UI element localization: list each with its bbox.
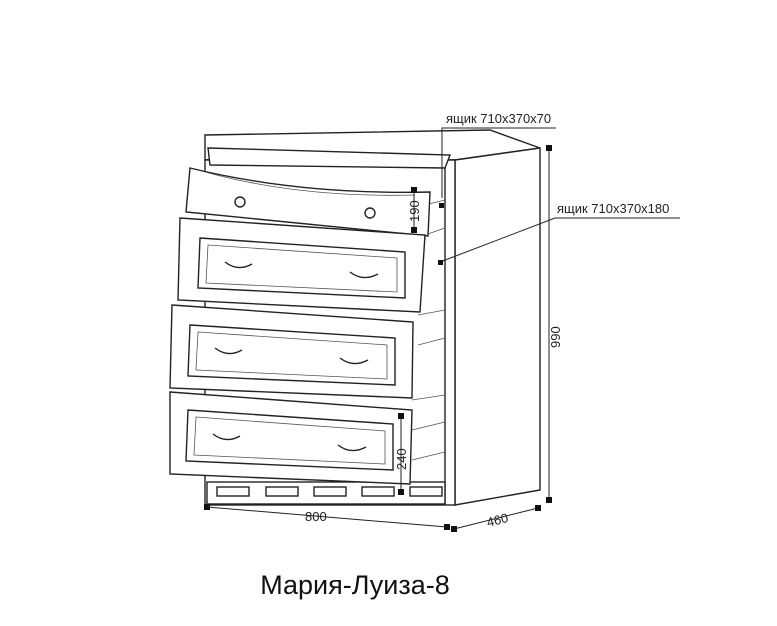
dimension-large-drawer-height: 240: [394, 448, 409, 470]
dimension-height: 990: [548, 326, 563, 348]
plinth: [206, 481, 446, 505]
drawer-2: [177, 217, 426, 313]
callout-small-drawer: ящик 710х370х70: [446, 111, 551, 126]
dimension-width: 800: [305, 509, 327, 524]
dimension-depth: 460: [485, 510, 510, 530]
drawer-3: [169, 304, 414, 399]
knob-icon: [234, 196, 246, 208]
knob-icon: [364, 207, 376, 219]
dimension-lines: [204, 145, 552, 532]
callout-large-drawer: ящик 710х370х180: [557, 201, 669, 216]
drawer-4: [169, 391, 413, 485]
product-title: Мария-Луиза-8: [260, 570, 450, 600]
drawer-runners: [411, 199, 446, 461]
dimension-small-drawer-height: 190: [407, 200, 422, 222]
callout-leaders: [438, 127, 680, 265]
drawer-small: [185, 167, 431, 237]
